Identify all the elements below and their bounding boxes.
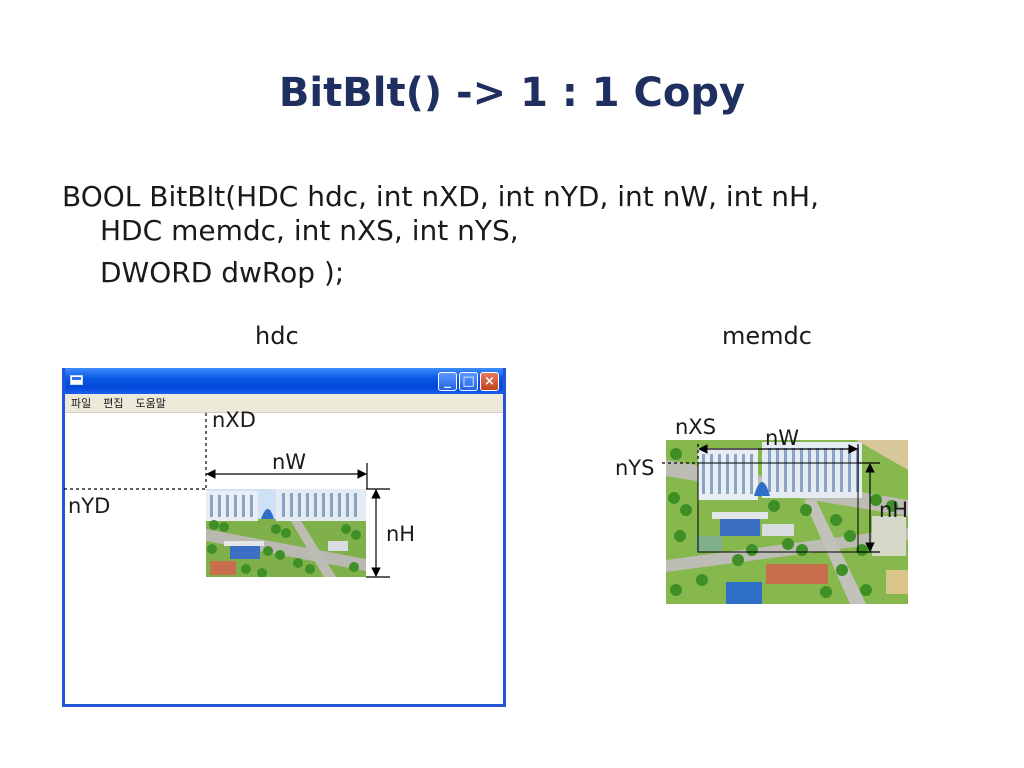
label-nxs: nXS (675, 415, 717, 439)
maximize-icon[interactable]: □ (459, 372, 478, 391)
label-hdc-nw: nW (272, 450, 307, 474)
label-hdc-nh: nH (386, 522, 416, 546)
signature-line-1: BOOL BitBlt(HDC hdc, int nXD, int nYD, i… (62, 180, 819, 213)
window-menubar: 파일 편집 도움말 (65, 394, 503, 413)
label-nyd: nYD (68, 494, 111, 518)
window-titlebar[interactable]: _ □ × (65, 368, 503, 394)
hdc-caption: hdc (255, 322, 299, 350)
menu-help[interactable]: 도움말 (135, 397, 166, 410)
minimize-icon[interactable]: _ (438, 372, 457, 391)
menu-file[interactable]: 파일 (71, 397, 92, 410)
label-nxd: nXD (212, 408, 256, 432)
source-image (666, 440, 908, 604)
label-mem-nw: nW (765, 426, 800, 450)
signature-line-2: HDC memdc, int nXS, int nYS, (100, 214, 519, 247)
slide-title: BitBlt() -> 1 : 1 Copy (278, 70, 746, 116)
memdc-caption: memdc (722, 322, 812, 350)
copied-image (206, 489, 366, 577)
close-icon[interactable]: × (480, 372, 499, 391)
signature-line-3: DWORD dwRop ); (100, 256, 345, 289)
window-system-icon[interactable] (70, 375, 83, 385)
label-nys: nYS (615, 456, 655, 480)
label-mem-nh: nH (879, 498, 909, 522)
menu-edit[interactable]: 편집 (103, 397, 124, 410)
